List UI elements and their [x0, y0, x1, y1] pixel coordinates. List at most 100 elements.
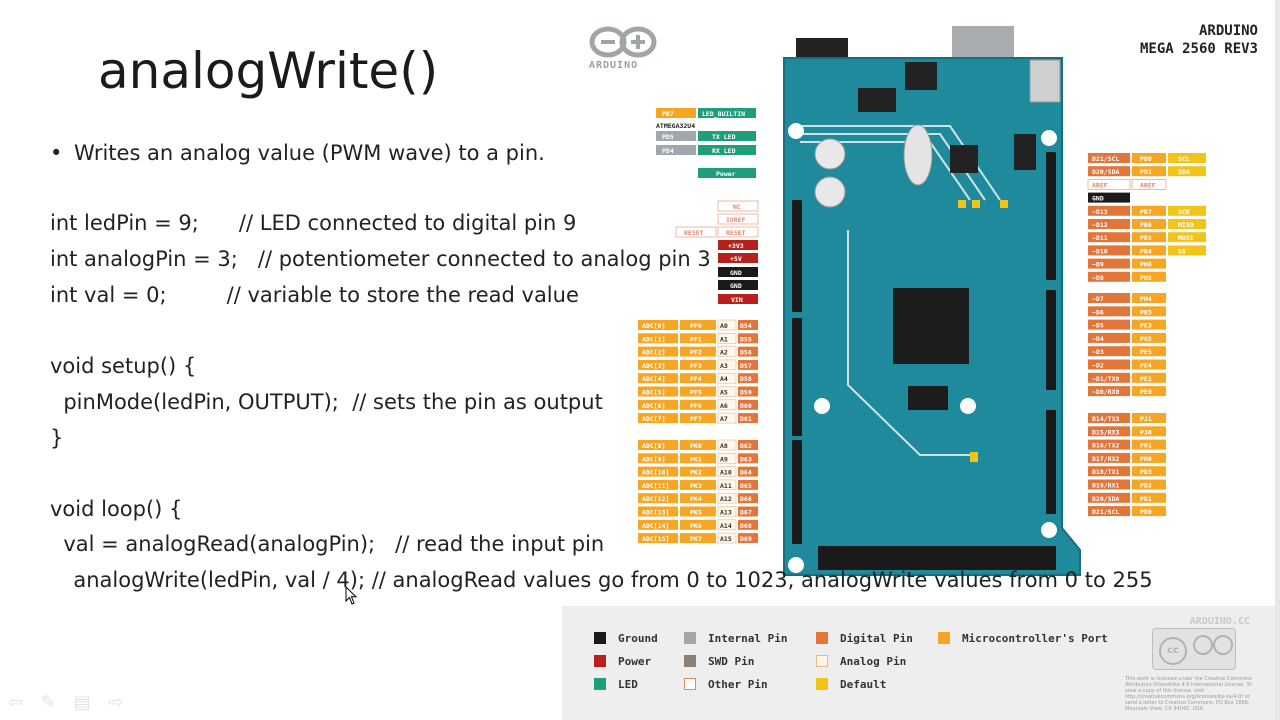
pin-box	[738, 333, 758, 344]
power-header	[792, 200, 802, 312]
pin-label: PB6	[1140, 221, 1152, 229]
pin-label: A4	[720, 375, 728, 383]
mount-hole	[960, 398, 976, 414]
pin-box	[717, 466, 737, 477]
pin-label: D21/SCL	[1092, 155, 1119, 163]
pin-label: PF7	[690, 415, 702, 423]
code-line: }	[50, 426, 64, 450]
pin-label: ADC[4]	[642, 375, 665, 383]
legend-swatch	[816, 632, 828, 644]
pin-label: D67	[740, 509, 752, 517]
pin-label: A1	[720, 335, 728, 343]
pin-label: ~D10	[1092, 247, 1108, 255]
pin-label: PK6	[690, 522, 702, 530]
pin-label: PH3	[1140, 308, 1152, 316]
code-line: void setup() {	[50, 354, 197, 378]
pin-label: SDA	[1178, 168, 1190, 176]
pin-label: PK5	[690, 509, 702, 517]
pin-box	[1132, 492, 1166, 503]
pin-box	[1132, 346, 1166, 357]
pin-label: D21/SCL	[1092, 508, 1119, 516]
mouse-cursor-icon	[345, 586, 358, 605]
pin-box	[1168, 219, 1206, 229]
pin-box	[680, 346, 716, 357]
digital-header	[1046, 410, 1056, 514]
pin-box	[638, 359, 678, 370]
pin-box	[1132, 332, 1166, 343]
pin-box	[717, 506, 737, 517]
window-edge	[1275, 0, 1280, 720]
pin-label: ~D2	[1092, 362, 1104, 370]
legend-swatch	[594, 632, 606, 644]
pin-box	[1088, 205, 1130, 216]
pin-label: PH5	[1140, 274, 1152, 282]
pin-box	[638, 346, 678, 357]
pin-label: ADC[15]	[642, 535, 669, 543]
pin-box	[638, 453, 678, 464]
pin-label: D64	[740, 469, 752, 477]
crystal	[903, 124, 933, 186]
legend-label: Default	[840, 678, 887, 691]
pin-label: D63	[740, 455, 752, 463]
pin-label: D56	[740, 349, 752, 357]
pin-box	[738, 399, 758, 410]
pin-box	[1132, 359, 1166, 370]
code-line: pinMode(ledPin, OUTPUT); // sets the pin…	[50, 390, 603, 414]
pin-box	[680, 440, 716, 450]
legend-swatch	[684, 632, 696, 644]
pin-label: A6	[720, 402, 728, 410]
pin-label: ADC[11]	[642, 482, 669, 490]
legend-swatch	[594, 678, 606, 690]
analog-header	[792, 318, 802, 436]
pin-label: A14	[720, 522, 732, 530]
pin-label: GND	[730, 269, 742, 277]
pin-box	[1132, 506, 1166, 517]
pin-box	[680, 493, 716, 504]
bullet-point: •Writes an analog value (PWM wave) to a …	[50, 141, 545, 165]
pin-label: PD0	[1140, 155, 1152, 163]
pin-label: ~D9	[1092, 261, 1104, 269]
legend-label: Microcontroller's Port	[962, 632, 1108, 645]
pin-box	[1131, 179, 1167, 190]
board-title-line: MEGA 2560 REV3	[1139, 41, 1258, 57]
pin-box	[717, 532, 737, 544]
pin-label: A13	[720, 509, 732, 517]
pin-label: A9	[720, 455, 728, 463]
legend-swatch	[594, 655, 606, 667]
pin-label: ADC[7]	[642, 415, 665, 423]
pin-box	[738, 519, 758, 530]
led	[970, 452, 978, 462]
pin-box	[1132, 232, 1166, 243]
slide-nav-icons[interactable]: ⇦ ✎ ▤ ⇨	[8, 692, 130, 713]
pin-label: D66	[740, 495, 752, 503]
pin-label: PD5	[662, 133, 674, 141]
pin-label: VIN	[731, 296, 743, 304]
pin-label: PD2	[1140, 482, 1152, 490]
reset-button	[1029, 59, 1061, 103]
pin-box	[1088, 506, 1130, 517]
pin-label: D69	[740, 535, 752, 543]
pin-label: +5V	[730, 255, 742, 263]
pin-box	[1087, 179, 1131, 190]
pin-box	[1132, 466, 1166, 477]
pin-box	[738, 479, 758, 490]
pin-label: PK4	[690, 495, 702, 503]
pin-box	[1132, 153, 1166, 163]
slide-nav-controls[interactable]: ⇦ ✎ ▤ ⇨	[8, 692, 129, 713]
pin-label: D62	[740, 442, 752, 450]
pin-box	[680, 333, 716, 344]
pin-box	[738, 413, 758, 424]
pin-box	[680, 506, 716, 517]
pin-label: PB7	[662, 110, 674, 118]
pin-label: IOREF	[726, 216, 746, 224]
pin-label: A0	[720, 322, 728, 330]
pin-label: ADC[14]	[642, 522, 669, 530]
pin-label: D14/TX3	[1092, 415, 1119, 423]
logo-text: ARDUINO	[589, 60, 639, 71]
pin-label: PK7	[690, 535, 702, 543]
led	[1000, 200, 1008, 208]
pin-box	[717, 452, 737, 464]
pin-label: A12	[720, 495, 732, 503]
